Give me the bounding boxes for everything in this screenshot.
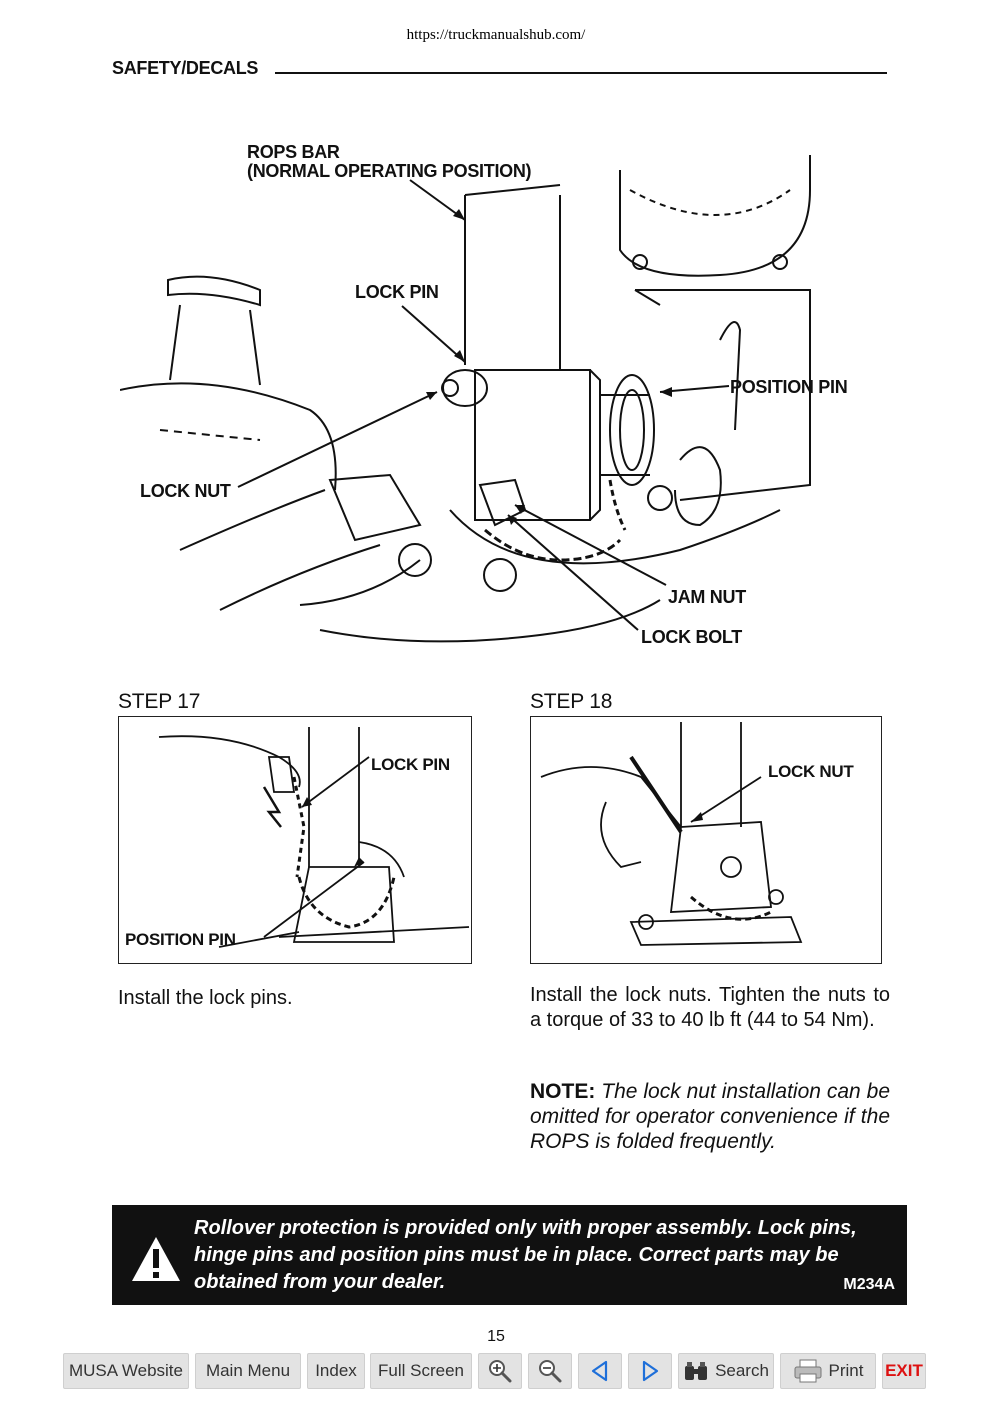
warning-text: Rollover protection is provided only wit… (194, 1217, 857, 1293)
zoom-out-button[interactable] (528, 1353, 572, 1389)
section-title: SAFETY/DECALS (112, 58, 259, 78)
triangle-left-icon (591, 1360, 608, 1382)
next-page-button[interactable] (628, 1353, 672, 1389)
main-menu-label: Main Menu (205, 1361, 291, 1380)
label-lock-bolt: LOCK BOLT (641, 627, 742, 647)
triangle-right-icon (642, 1360, 659, 1382)
exit-button[interactable]: EXIT (882, 1353, 926, 1389)
index-button[interactable]: Index (307, 1353, 365, 1389)
previous-page-button[interactable] (578, 1353, 622, 1389)
step-17-drawing (158, 727, 470, 948)
label-lock-pin: LOCK PIN (355, 282, 439, 302)
step-17-caption: Install the lock pins. (118, 987, 293, 1009)
warning-triangle-icon (132, 1237, 180, 1281)
step-18-heading: STEP 18 (530, 690, 613, 713)
step-17-label-lock-pin: LOCK PIN (371, 755, 450, 774)
musa-website-button[interactable]: MUSA Website (63, 1353, 189, 1389)
rops-assembly-drawing (119, 155, 811, 643)
step-18-figure: LOCK NUT (530, 716, 882, 964)
full-screen-label: Full Screen (378, 1361, 464, 1380)
zoom-in-button[interactable] (478, 1353, 522, 1389)
step-18-label-lock-nut: LOCK NUT (768, 762, 854, 781)
main-menu-button[interactable]: Main Menu (195, 1353, 301, 1389)
exit-label: EXIT (885, 1361, 923, 1380)
source-url: https://truckmanualshub.com/ (406, 27, 586, 43)
label-jam-nut: JAM NUT (668, 587, 746, 607)
step-17-label-position-pin: POSITION PIN (125, 930, 236, 949)
full-screen-button[interactable]: Full Screen (370, 1353, 472, 1389)
print-label: Print (828, 1361, 864, 1380)
step-17-heading: STEP 17 (118, 690, 201, 713)
leader-arrowheads (426, 209, 672, 525)
step-18-note: NOTE: The lock nut installation can be o… (530, 1079, 890, 1154)
label-rops-bar: ROPS BAR (NORMAL OPERATING POSITION) (247, 142, 532, 181)
search-button[interactable]: Search (678, 1353, 774, 1389)
index-label: Index (315, 1361, 357, 1380)
note-text: The lock nut installation can be omitted… (530, 1080, 890, 1153)
zoom-out-icon (539, 1360, 562, 1383)
section-title-rule (275, 72, 887, 74)
page-number: 15 (487, 1328, 505, 1345)
search-label: Search (715, 1361, 769, 1380)
binoculars-icon (685, 1362, 708, 1380)
label-position-pin: POSITION PIN (730, 377, 848, 397)
print-button[interactable]: Print (780, 1353, 876, 1389)
musa-website-label: MUSA Website (68, 1361, 183, 1380)
step-18-drawing (540, 722, 803, 946)
step-17-figure: LOCK PIN POSITION PIN (118, 716, 472, 964)
rops-main-illustration: ROPS BAR (NORMAL OPERATING POSITION) LOC… (119, 130, 880, 670)
note-label: NOTE: (530, 1080, 596, 1103)
warning-code: M234A (843, 1276, 895, 1293)
step-18-caption: Install the lock nuts. Tighten the nuts … (530, 984, 890, 1031)
label-lock-nut: LOCK NUT (140, 481, 231, 501)
rollover-warning-banner: Rollover protection is provided only wit… (112, 1205, 907, 1305)
printer-icon (794, 1359, 822, 1383)
zoom-in-icon (489, 1360, 512, 1383)
